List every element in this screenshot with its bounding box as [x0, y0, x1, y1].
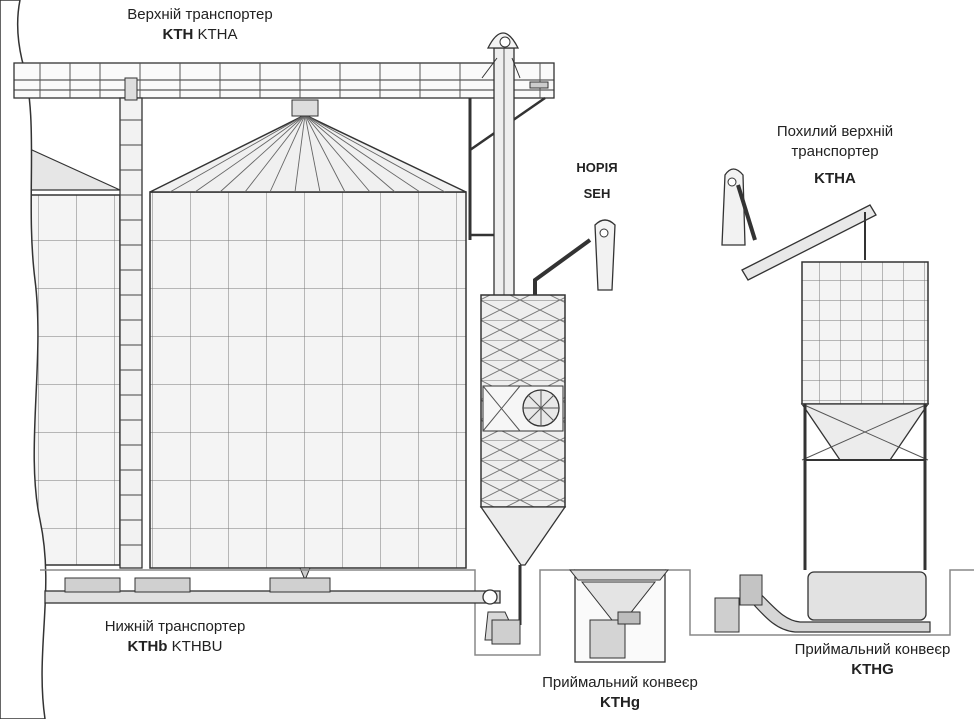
label-receiving-large-title: Приймальний конвеєр [794, 641, 951, 658]
label-upper-conveyor-title: Верхній транспортер [127, 6, 273, 23]
lower-conveyor [44, 577, 521, 645]
label-receiving-small-title: Приймальний конвеєр [542, 674, 698, 691]
label-inclined-code: KTHA [814, 170, 856, 187]
label-lower-conveyor-title: Нижній транспортер [104, 618, 246, 635]
label-receiving-small: Приймальний конвеєр KTHg [520, 673, 720, 713]
label-lower-conveyor-code: KTHb [127, 638, 168, 655]
left-silo [0, 0, 121, 719]
label-upper-conveyor-code-alt: KTHA [193, 26, 238, 43]
label-lower-conveyor: Нижній транспортер KTHb KTHBU [75, 617, 275, 657]
label-lower-conveyor-code-alt: KTHBU [167, 638, 223, 655]
label-upper-conveyor: Верхній транспортер KTH KTHA [100, 5, 300, 45]
bucket-elevator [481, 32, 521, 299]
ground [40, 569, 974, 656]
inclined-conveyor [721, 168, 877, 281]
dryer-tower [479, 219, 616, 625]
label-noria: НОРІЯ SEH [565, 158, 629, 204]
large-receiving-pit [714, 571, 931, 633]
ladder [119, 77, 143, 569]
right-silo [800, 261, 930, 570]
label-inclined-upper-conveyor: Похилий верхній транспортер KTHA [760, 122, 910, 189]
label-inclined-title-1: Похилий верхній [776, 123, 894, 140]
label-upper-conveyor-code: KTH [162, 26, 194, 43]
label-receiving-small-code: KTHg [600, 694, 640, 711]
label-inclined-title-2: транспортер [791, 143, 879, 160]
main-silo [149, 99, 467, 582]
label-noria-code: SEH [583, 186, 611, 201]
label-receiving-large-code: KTHG [851, 661, 894, 678]
label-receiving-large: Приймальний конвеєр KTHG [775, 640, 970, 680]
upper-conveyor-gallery [13, 62, 555, 240]
label-noria-title: НОРІЯ [576, 160, 618, 175]
small-receiving-pit [568, 569, 670, 663]
